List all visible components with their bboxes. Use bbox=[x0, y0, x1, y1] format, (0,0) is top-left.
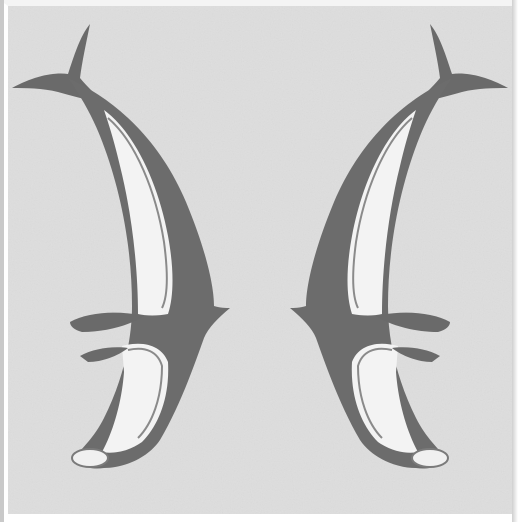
right-scan-border bbox=[512, 0, 518, 522]
scanned-illustration bbox=[8, 6, 512, 514]
left-horn-bottom-lobe bbox=[72, 449, 108, 467]
right-horn-bottom-lobe bbox=[412, 449, 448, 467]
paper-grain bbox=[8, 6, 512, 514]
left-scan-border bbox=[0, 0, 4, 522]
